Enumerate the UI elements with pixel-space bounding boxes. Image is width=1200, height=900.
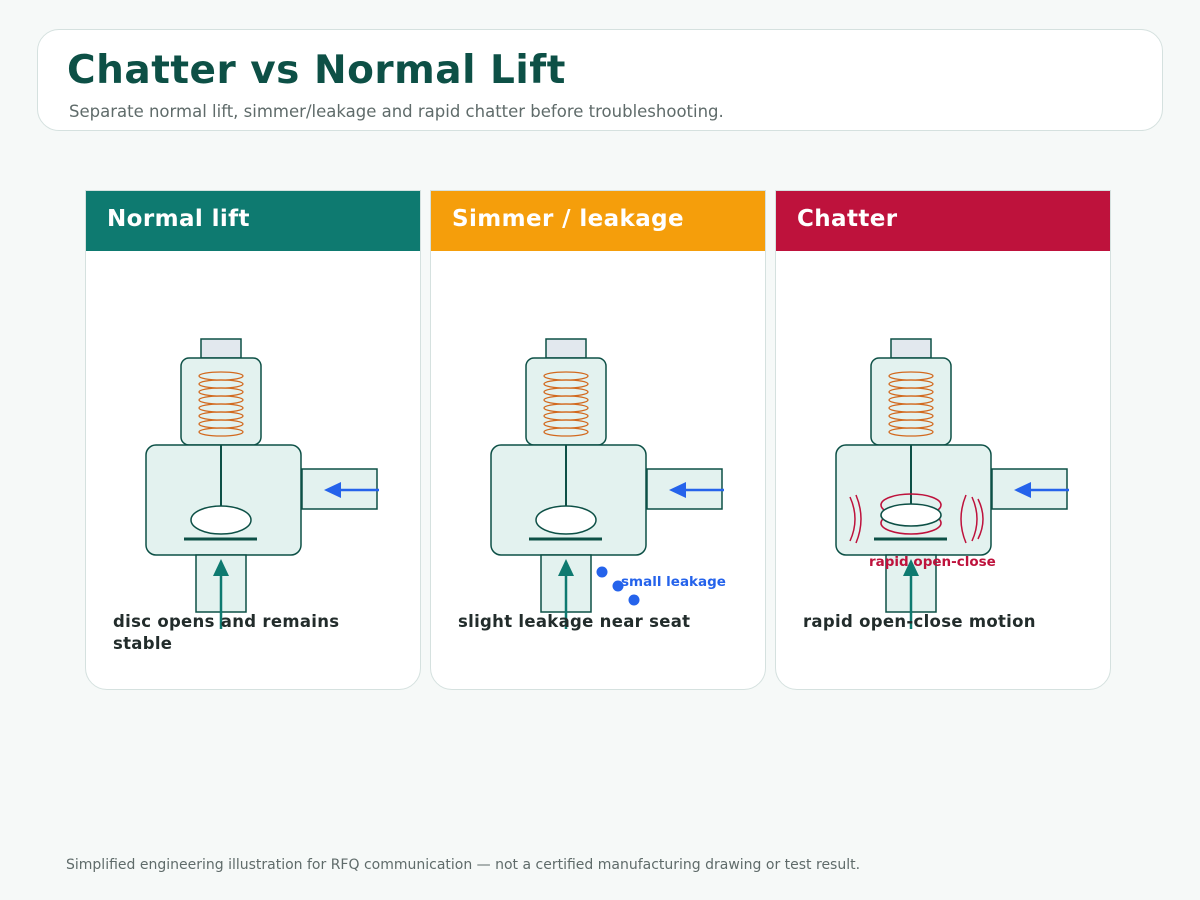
panel-title: Chatter (797, 206, 898, 232)
flow-arrow-up-icon (213, 559, 229, 629)
valve-bonnet (525, 357, 607, 446)
chatter-annotation: rapid open-close (869, 554, 996, 570)
spring-icon (543, 371, 589, 437)
footnote: Simplified engineering illustration for … (66, 857, 861, 873)
chatter-disc-icon (880, 493, 942, 535)
panel-header: Simmer / leakage (431, 191, 765, 251)
leakage-annotation: small leakage (621, 574, 726, 590)
valve-diagram-simmer: small leakage (490, 338, 726, 629)
flow-arrow-up-icon (558, 559, 574, 629)
vibration-marks-icon (849, 494, 984, 544)
valve-disc (190, 505, 252, 535)
panel-title: Simmer / leakage (452, 206, 685, 232)
valve-disc (535, 505, 597, 535)
valve-cap (200, 338, 242, 359)
valve-bonnet (870, 357, 952, 446)
panel-caption: slight leakage near seat (458, 612, 691, 631)
valve-cap (545, 338, 587, 359)
panel-header: Chatter (776, 191, 1110, 251)
flow-arrow-in-icon (669, 482, 724, 498)
page-title: Chatter vs Normal Lift (67, 48, 566, 93)
flow-arrow-up-icon (903, 559, 919, 629)
panel-caption: rapid open-close motion (803, 612, 1036, 631)
panel-title: Normal lift (107, 206, 250, 232)
valve-bonnet (180, 357, 262, 446)
header-card: Chatter vs Normal Lift Separate normal l… (37, 29, 1163, 131)
valve-diagram-chatter: rapid open-close (835, 338, 1069, 629)
valve-cap (890, 338, 932, 359)
page-subtitle: Separate normal lift, simmer/leakage and… (69, 102, 724, 121)
panel-header: Normal lift (86, 191, 420, 251)
valve-diagram-normal (145, 338, 379, 629)
panel-caption: disc opens and remains stable (113, 612, 340, 653)
panel-simmer-leakage: small leakage Simmer / leakage slight le… (430, 190, 766, 690)
spring-icon (888, 371, 934, 437)
panel-normal-lift: Normal lift disc opens and remains stabl… (85, 190, 421, 690)
flow-arrow-in-icon (1014, 482, 1069, 498)
flow-arrow-in-icon (324, 482, 379, 498)
panel-chatter: rapid open-close Chatter rapid open-clos… (775, 190, 1111, 690)
leakage-droplets-icon (596, 566, 640, 606)
spring-icon (198, 371, 244, 437)
